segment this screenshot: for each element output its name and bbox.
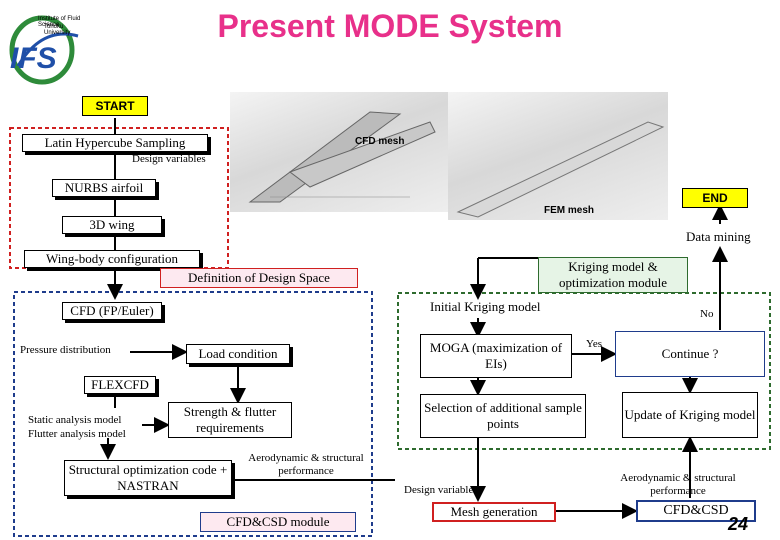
selection-box: Selection of additional sample points — [420, 394, 586, 438]
logo-tagline-1: Institute of Fluid Science — [38, 16, 81, 28]
fem-wing-graphic — [456, 121, 665, 218]
kriging-optimization-box: Kriging model & optimization module — [538, 257, 688, 293]
strength-flutter-box: Strength & flutter requirements — [168, 402, 292, 438]
cfd-csd-module-box: CFD&CSD module — [200, 512, 356, 532]
design-variables-label-bottom: Design variables — [404, 484, 478, 496]
ifs-logo: IFS Institute of Fluid Science Tohoku Un… — [8, 6, 90, 86]
page-title: Present MODE System — [217, 8, 563, 44]
latin-hypercube-box: Latin Hypercube Sampling — [22, 134, 208, 152]
mesh-generation-box: Mesh generation — [432, 502, 556, 522]
load-condition-box: Load condition — [186, 344, 290, 364]
page-number: 24 — [728, 514, 749, 534]
yes-label: Yes — [586, 338, 603, 350]
nurbs-box: NURBS airfoil — [52, 179, 156, 197]
moga-box: MOGA (maximization of EIs) — [420, 334, 572, 378]
wing3d-box: 3D wing — [62, 216, 162, 234]
data-mining-label: Data mining — [686, 229, 751, 244]
cfd-mesh-label: CFD mesh — [355, 136, 405, 147]
design-space-box: Definition of Design Space — [160, 268, 358, 288]
flexcfd-box: FLEXCFD — [84, 376, 156, 394]
design-space-region — [9, 127, 229, 269]
aero-struct-right-label: Aerodynamic & structural performance — [620, 471, 736, 497]
initial-kriging-label: Initial Kriging model — [430, 299, 541, 314]
start-box: START — [82, 96, 148, 116]
structural-optimization-box: Structural optimization code + NASTRAN — [64, 460, 232, 496]
cfd-csd-module-region — [13, 291, 373, 537]
cfd-csd-box: CFD&CSD — [636, 500, 756, 522]
logo-graphic — [9, 15, 79, 85]
pressure-distribution-label: Pressure distribution — [20, 344, 111, 356]
cfd-euler-box: CFD (FP/Euler) — [62, 302, 162, 320]
fem-mesh-image — [448, 92, 668, 220]
static-analysis-label: Static analysis model — [28, 414, 122, 426]
update-kriging-box: Update of Kriging model — [622, 392, 758, 438]
no-label: No — [700, 308, 714, 320]
wing-body-box: Wing-body configuration — [24, 250, 200, 268]
flutter-analysis-label: Flutter analysis model — [28, 428, 126, 440]
logo-text: IFS — [10, 42, 57, 75]
end-box: END — [682, 188, 748, 208]
design-variables-label-top: Design variables — [132, 153, 206, 165]
wing-body-graphic — [248, 111, 436, 203]
kriging-module-region — [397, 292, 771, 450]
logo-tagline-2: Tohoku University — [44, 24, 71, 36]
aero-struct-left-label: Aerodynamic & structural performance — [248, 451, 364, 477]
fem-mesh-label: FEM mesh — [544, 205, 595, 216]
continue-box: Continue ? — [615, 331, 765, 377]
cfd-mesh-image — [230, 92, 448, 212]
